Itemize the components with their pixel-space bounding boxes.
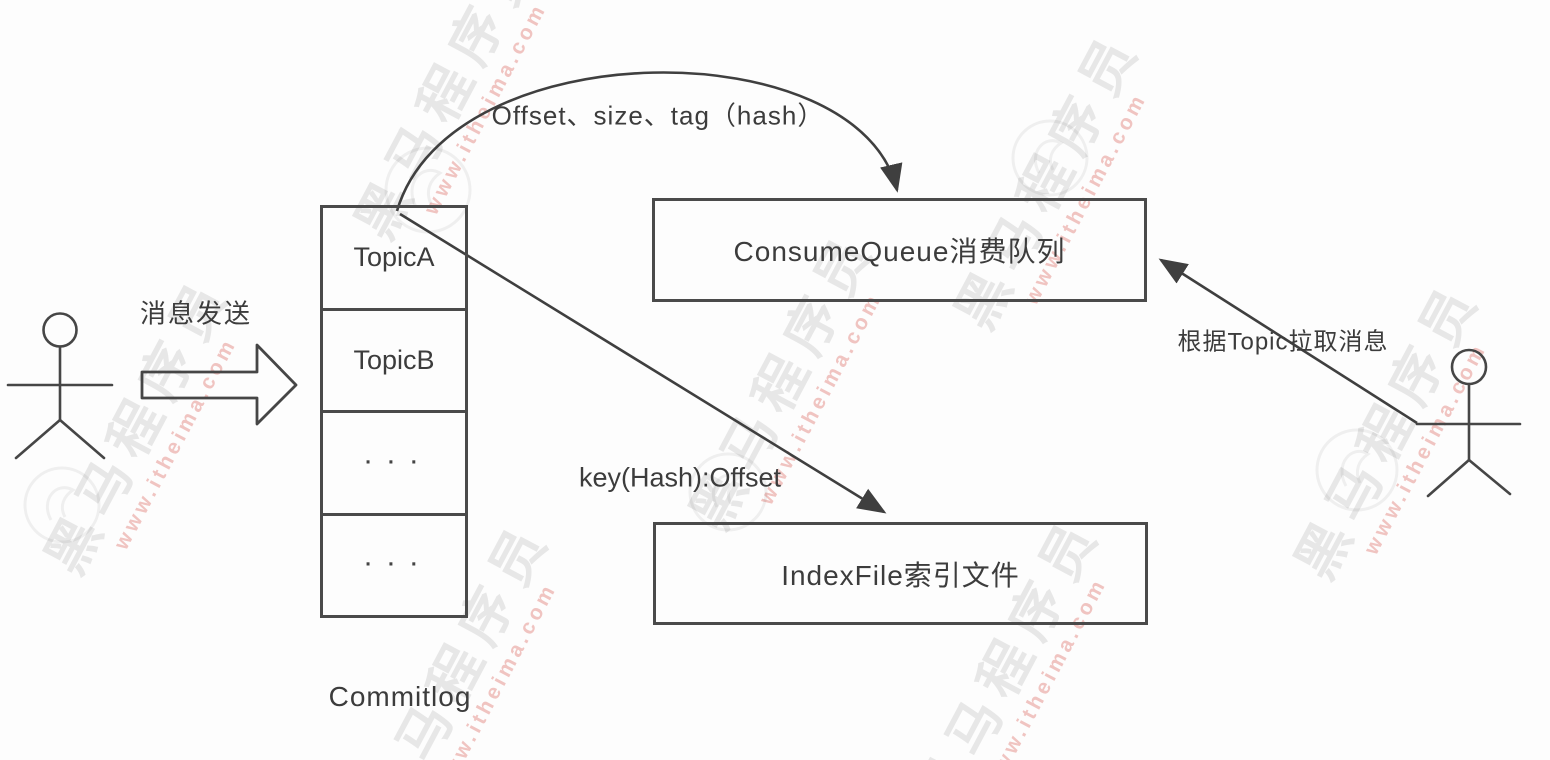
watermark-logo-circle (688, 452, 768, 532)
consumer-actor-figure (1415, 348, 1522, 498)
key-hash-offset-label: key(Hash):Offset (578, 462, 782, 493)
send-block-arrow (140, 343, 298, 426)
consumequeue-box: ConsumeQueue消费队列 (652, 198, 1147, 302)
commitlog-column: TopicA TopicB · · · · · · (320, 205, 468, 618)
consumequeue-box-label: ConsumeQueue消费队列 (733, 236, 1066, 267)
producer-head (42, 312, 78, 348)
arrow-commitlog-to-indexfile (399, 212, 887, 514)
commitlog-cell-ellipsis: · · · (323, 512, 465, 616)
offset-size-tag-label: Offset、size、tag（hash） (491, 100, 825, 131)
consumer-left-leg (1426, 458, 1471, 498)
arrow-commitlog-to-consumequeue (395, 71, 903, 212)
arrow-consumer-to-consumequeue (1158, 258, 1418, 425)
watermark-logo-circle (23, 466, 101, 544)
commitlog-caption: Commitlog (328, 681, 472, 712)
indexfile-box: IndexFile索引文件 (653, 522, 1148, 625)
producer-right-leg (58, 418, 106, 460)
producer-left-leg (14, 418, 62, 460)
send-label: 消息发送 (139, 298, 253, 329)
commitlog-cell-ellipsis: · · · (323, 410, 465, 513)
commitlog-cell-topic-a: TopicA (353, 242, 435, 273)
indexfile-box-label: IndexFile索引文件 (781, 559, 1020, 591)
consumer-head (1450, 348, 1488, 386)
pull-by-topic-label: 根据Topic拉取消息 (1177, 328, 1389, 356)
producer-actor-figure (6, 312, 114, 460)
watermark-logo-circle (1011, 119, 1089, 197)
watermark-logo-circles (23, 119, 1399, 544)
consumer-right-leg (1467, 458, 1512, 496)
watermark-logo-circle (1315, 428, 1399, 512)
commitlog-cell-topic-b: TopicB (323, 307, 465, 411)
